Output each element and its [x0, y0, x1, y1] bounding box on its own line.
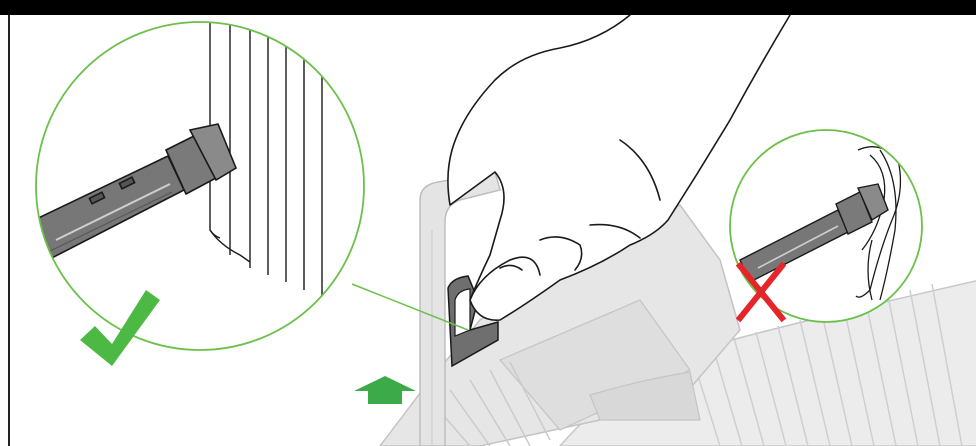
green-up-arrow-icon: [354, 376, 416, 404]
correct-installation-callout: [30, 20, 364, 350]
